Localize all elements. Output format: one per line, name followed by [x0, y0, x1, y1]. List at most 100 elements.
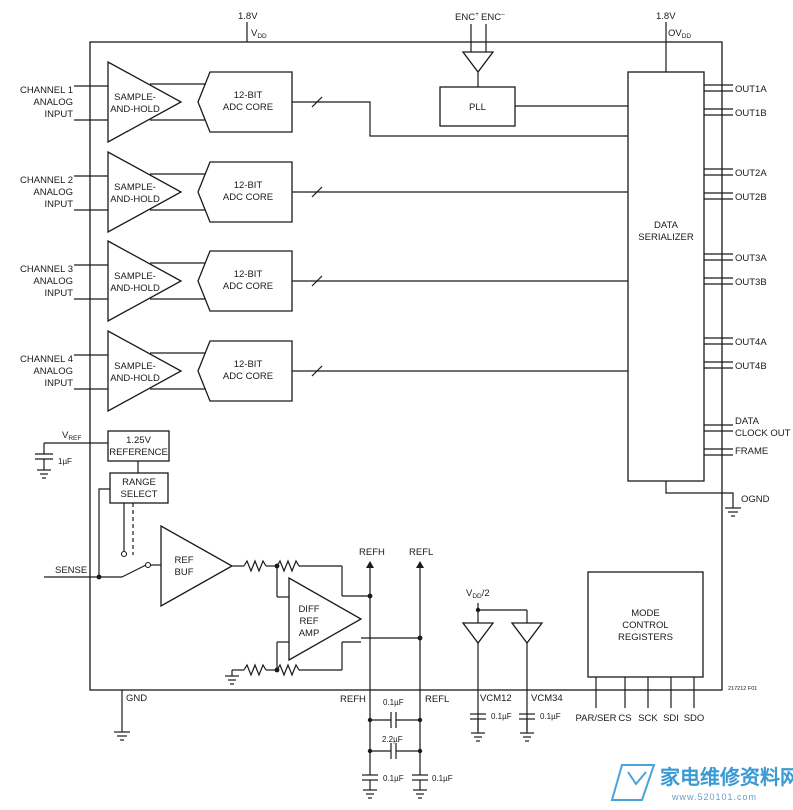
svg-text:0.1µF: 0.1µF: [540, 712, 561, 721]
output-pin: OUT3A: [704, 253, 767, 264]
channel-label: ANALOG: [33, 187, 73, 198]
svg-text:CLOCK OUT: CLOCK OUT: [735, 428, 791, 439]
svg-text:AND-HOLD: AND-HOLD: [110, 194, 160, 205]
svg-text:www.520101.com: www.520101.com: [671, 792, 757, 802]
channels: CHANNEL 1ANALOGINPUTSAMPLE-AND-HOLD12-BI…: [20, 60, 628, 413]
svg-text:ADC CORE: ADC CORE: [223, 371, 273, 382]
channel-1: CHANNEL 1ANALOGINPUTSAMPLE-AND-HOLD12-BI…: [20, 60, 628, 144]
svg-text:ENC+: ENC+: [455, 11, 479, 23]
svg-text:OGND: OGND: [741, 494, 770, 505]
svg-text:ADC CORE: ADC CORE: [223, 102, 273, 113]
mode-control-registers: MODE CONTROL REGISTERS: [587, 571, 704, 678]
svg-text:ADC CORE: ADC CORE: [223, 192, 273, 203]
svg-text:12-BIT: 12-BIT: [234, 359, 263, 370]
reference-block: 1.25V REFERENCE: [107, 430, 170, 473]
svg-text:AND-HOLD: AND-HOLD: [110, 373, 160, 384]
svg-text:SAMPLE-: SAMPLE-: [114, 92, 156, 103]
svg-text:RANGE: RANGE: [122, 477, 156, 488]
svg-text:OUT1A: OUT1A: [735, 84, 767, 95]
svg-text:PLL: PLL: [469, 102, 486, 113]
figure-id: 217212 F01: [728, 686, 757, 692]
svg-text:DATA: DATA: [654, 220, 679, 231]
output-pin: OUT4A: [704, 337, 767, 348]
channel-label: INPUT: [45, 199, 74, 210]
svg-text:REF: REF: [175, 555, 194, 566]
svg-text:REFERENCE: REFERENCE: [109, 447, 168, 458]
sample-and-hold: SAMPLE-AND-HOLD: [107, 150, 183, 234]
svg-text:VCM12: VCM12: [480, 693, 512, 704]
svg-text:OUT4B: OUT4B: [735, 361, 767, 372]
control-pin: PAR/SER: [575, 677, 617, 724]
svg-text:VDD: VDD: [251, 28, 267, 40]
svg-text:1.8V: 1.8V: [238, 11, 258, 22]
svg-text:DIFF: DIFF: [298, 604, 319, 615]
svg-text:AMP: AMP: [299, 628, 320, 639]
svg-text:GND: GND: [126, 693, 147, 704]
channel-label: CHANNEL 2: [20, 175, 73, 186]
vdd-pin: 1.8V VDD: [238, 11, 267, 42]
channel-label: CHANNEL 4: [20, 354, 73, 365]
svg-text:CS: CS: [618, 713, 631, 724]
channel-label: CHANNEL 3: [20, 264, 73, 275]
svg-text:1.8V: 1.8V: [656, 11, 676, 22]
svg-text:VREF: VREF: [62, 430, 81, 442]
svg-text:VDD/2: VDD/2: [466, 588, 490, 600]
ref-capacitors: 0.1µF 2.2µF 0.1µF 0.1µF: [362, 698, 453, 799]
svg-text:OUT3A: OUT3A: [735, 253, 767, 264]
channel-label: CHANNEL 1: [20, 85, 73, 96]
channel-3: CHANNEL 3ANALOGINPUTSAMPLE-AND-HOLD12-BI…: [20, 239, 628, 323]
channel-4: CHANNEL 4ANALOGINPUTSAMPLE-AND-HOLD12-BI…: [20, 329, 628, 413]
encode-input: ENC+ ENC–: [455, 11, 505, 87]
data-serializer: DATA SERIALIZER: [627, 71, 705, 482]
svg-text:REFL: REFL: [425, 694, 449, 705]
svg-text:2.2µF: 2.2µF: [382, 735, 403, 744]
svg-text:家电维修资料网: 家电维修资料网: [660, 765, 793, 789]
range-select-block: RANGE SELECT: [98, 472, 169, 575]
svg-text:OUT2A: OUT2A: [735, 168, 767, 179]
svg-text:SAMPLE-: SAMPLE-: [114, 271, 156, 282]
sample-and-hold: SAMPLE-AND-HOLD: [107, 329, 183, 413]
svg-text:FRAME: FRAME: [735, 446, 768, 457]
channel-label: ANALOG: [33, 366, 73, 377]
svg-text:OUT2B: OUT2B: [735, 192, 767, 203]
svg-text:0.1µF: 0.1µF: [383, 774, 404, 783]
svg-text:VCM34: VCM34: [531, 693, 563, 704]
svg-text:OUT4A: OUT4A: [735, 337, 767, 348]
output-pin: OUT1A: [704, 84, 767, 95]
svg-text:CONTROL: CONTROL: [622, 620, 668, 631]
output-pin: OUT3B: [704, 277, 767, 288]
control-pin: CS: [618, 677, 632, 724]
sample-and-hold: SAMPLE-AND-HOLD: [107, 239, 183, 323]
svg-text:REF: REF: [300, 616, 319, 627]
svg-text:12-BIT: 12-BIT: [234, 269, 263, 280]
svg-text:SAMPLE-: SAMPLE-: [114, 361, 156, 372]
svg-text:ADC CORE: ADC CORE: [223, 281, 273, 292]
svg-text:REFL: REFL: [409, 547, 433, 558]
clock-pins: DATA CLOCK OUT FRAME: [704, 416, 791, 457]
svg-text:SCK: SCK: [638, 713, 658, 724]
svg-text:SDI: SDI: [663, 713, 679, 724]
svg-text:REGISTERS: REGISTERS: [618, 632, 673, 643]
svg-text:ENC–: ENC–: [481, 11, 505, 23]
svg-text:REFH: REFH: [340, 694, 366, 705]
channel-label: INPUT: [45, 109, 74, 120]
svg-text:0.1µF: 0.1µF: [383, 698, 404, 707]
control-pin: SCK: [638, 677, 658, 724]
svg-text:SELECT: SELECT: [121, 489, 158, 500]
svg-text:OUT3B: OUT3B: [735, 277, 767, 288]
channel-label: ANALOG: [33, 276, 73, 287]
svg-text:SERIALIZER: SERIALIZER: [638, 232, 694, 243]
vcm-buffers: VDD/2 VCM12 VCM34 0.1µF 0.1µF: [461, 588, 563, 742]
vref-pin: VREF 1µF: [35, 430, 108, 479]
watermark: 家电维修资料网 www.520101.com: [610, 764, 793, 802]
channel-label: INPUT: [45, 288, 74, 299]
ognd-pin: OGND: [665, 481, 770, 517]
svg-text:BUF: BUF: [175, 567, 194, 578]
